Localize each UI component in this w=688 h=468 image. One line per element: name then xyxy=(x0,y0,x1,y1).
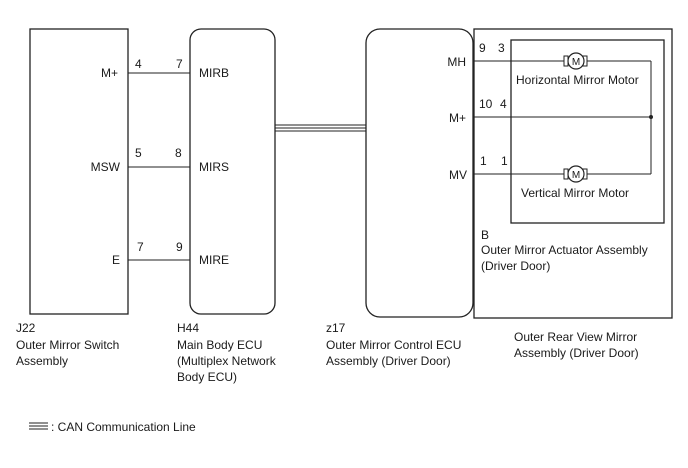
j22-terminal-e: E xyxy=(112,253,120,267)
pin-label: 4 xyxy=(500,97,507,111)
j22-name-line-1: Outer Mirror Switch xyxy=(16,338,119,352)
can-communication-line xyxy=(275,124,366,132)
z17-terminal-mh: MH xyxy=(447,55,466,69)
j22-name-line-2: Assembly xyxy=(16,354,68,368)
pin-label: 4 xyxy=(135,57,142,71)
junction-dot xyxy=(649,115,653,119)
actuator-name-line-1: Outer Mirror Actuator Assembly xyxy=(481,243,648,257)
svg-text:M: M xyxy=(572,170,580,181)
pin-label: 9 xyxy=(479,41,486,55)
z17-name-line-1: Outer Mirror Control ECU xyxy=(326,338,461,352)
vertical-motor-label: Vertical Mirror Motor xyxy=(521,186,629,200)
actuator-name-line-2: (Driver Door) xyxy=(481,259,550,273)
pin-label: 3 xyxy=(498,41,505,55)
vertical-motor-icon: M xyxy=(563,165,588,183)
actuator-code: B xyxy=(481,228,489,242)
mirror-actuator-box xyxy=(510,39,665,224)
horizontal-motor-icon: M xyxy=(563,52,588,70)
z17-name-line-2: Assembly (Driver Door) xyxy=(326,354,451,368)
can-legend-icon xyxy=(29,422,48,430)
pin-label: 10 xyxy=(479,97,493,111)
j22-terminal-msw: MSW xyxy=(91,160,121,174)
pin-label: 5 xyxy=(135,146,142,160)
z17-terminal-mplus: M+ xyxy=(449,111,466,125)
pin-label: 8 xyxy=(175,146,182,160)
actuator-wiring xyxy=(474,60,652,175)
h44-name-line-3: Body ECU) xyxy=(177,370,237,384)
h44-code: H44 xyxy=(177,321,199,335)
mirror-control-ecu-box xyxy=(365,28,474,318)
outer-mirror-switch-box xyxy=(29,28,129,315)
can-legend-text: : CAN Communication Line xyxy=(51,420,196,434)
j22-terminal-mplus: M+ xyxy=(101,66,118,80)
main-body-ecu-box xyxy=(189,28,276,315)
mirror-name-line-1: Outer Rear View Mirror xyxy=(514,330,637,344)
svg-text:M: M xyxy=(572,57,580,68)
h44-terminal-mirs: MIRS xyxy=(199,160,229,174)
mirror-name-line-2: Assembly (Driver Door) xyxy=(514,346,639,360)
h44-name-line-2: (Multiplex Network xyxy=(177,354,277,368)
j22-code: J22 xyxy=(16,321,36,335)
pin-label: 7 xyxy=(137,240,144,254)
pin-label: 7 xyxy=(176,57,183,71)
z17-terminal-mv: MV xyxy=(449,168,467,182)
horizontal-motor-label: Horizontal Mirror Motor xyxy=(516,73,639,87)
pin-label: 9 xyxy=(176,240,183,254)
h44-terminal-mirb: MIRB xyxy=(199,66,229,80)
h44-terminal-mire: MIRE xyxy=(199,253,229,267)
z17-code: z17 xyxy=(326,321,346,335)
pin-label: 1 xyxy=(501,154,508,168)
pin-label: 1 xyxy=(480,154,487,168)
h44-name-line-1: Main Body ECU xyxy=(177,338,262,352)
